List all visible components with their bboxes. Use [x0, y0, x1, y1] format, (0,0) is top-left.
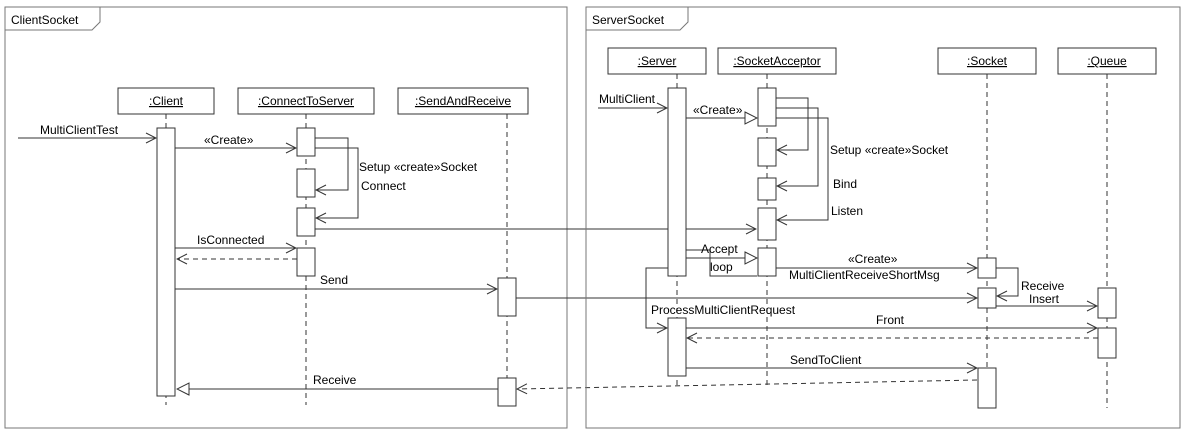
activation-connect-4	[296, 247, 316, 277]
message-label: Setup «create»Socket	[359, 160, 478, 174]
lifeline-label: :Client	[149, 94, 184, 108]
message-accept-loop: Accept loop	[686, 242, 757, 277]
message-create-acceptor: «Create»	[686, 103, 757, 118]
lifeline-head[interactable]	[117, 87, 215, 115]
message-label: ProcessMultiClientRequest	[651, 303, 796, 317]
frame-border	[4, 6, 568, 429]
message-label-2: MultiClientReceiveShortMsg	[789, 268, 940, 282]
message-label: «Create»	[693, 103, 743, 117]
message-multi-client-test: MultiClientTest	[18, 123, 156, 138]
lifeline-socket[interactable]: :Socket	[937, 47, 1037, 408]
message-create-socket: «Create» MultiClientReceiveShortMsg	[776, 252, 977, 282]
frame-tag	[585, 6, 689, 31]
activation-socket-1	[977, 257, 997, 279]
lifeline-label: :Server	[638, 54, 677, 68]
message-label: Send	[320, 273, 348, 287]
message-label: Receive	[1021, 279, 1065, 293]
message-process-request: ProcessMultiClientRequest	[645, 267, 796, 328]
activation-queue-2	[1097, 327, 1117, 359]
lifeline-label: :Socket	[967, 54, 1008, 68]
lifeline-head[interactable]	[937, 47, 1037, 75]
frame-title: ServerSocket	[592, 13, 665, 27]
activation-sendrecv-1	[497, 277, 517, 317]
frame-title: ClientSocket	[11, 13, 79, 27]
message-setup-socket-client: Setup «create»Socket	[315, 137, 478, 190]
message-listen: Listen	[831, 204, 863, 218]
lifeline-head[interactable]	[717, 47, 837, 75]
message-connect: Connect	[315, 147, 406, 218]
lifeline-head[interactable]	[607, 47, 707, 75]
message-insert: Insert	[996, 292, 1097, 306]
lifeline-label: :ConnectToServer	[258, 94, 354, 108]
lifeline-head[interactable]	[397, 87, 529, 115]
lifeline-label: :SendAndReceive	[415, 94, 511, 108]
message-multi-client: MultiClient	[598, 92, 667, 108]
lifeline-send-and-receive[interactable]: :SendAndReceive	[397, 87, 529, 405]
message-front: Front	[686, 313, 1097, 328]
frame-tag	[4, 6, 101, 31]
lifeline-connect-to-server[interactable]: :ConnectToServer	[237, 87, 375, 405]
activation-queue-1	[1097, 287, 1117, 319]
message-bind: Bind	[833, 177, 857, 191]
message-label: Receive	[313, 373, 357, 387]
activation-socket-2	[977, 287, 997, 309]
activation-acceptor-2	[757, 137, 777, 167]
activation-connect-2	[296, 168, 316, 198]
return-send-to-client	[517, 379, 978, 389]
frame-border	[585, 6, 1181, 429]
message-label: «Create»	[204, 133, 254, 147]
message-create-connect: «Create»	[175, 133, 296, 148]
activation-socket-3	[977, 367, 997, 409]
lifeline-label: :Queue	[1087, 54, 1127, 68]
message-label: Setup «create»Socket	[830, 143, 949, 157]
message-send: Send	[175, 273, 497, 289]
message-label: Connect	[361, 179, 406, 193]
message-is-connected: IsConnected	[175, 233, 296, 248]
activation-connect-1	[296, 127, 316, 157]
activation-server-1	[667, 87, 687, 277]
message-label: Front	[876, 313, 905, 327]
message-label: «Create»	[848, 252, 898, 266]
activation-server-2	[667, 317, 687, 377]
activation-acceptor-3	[757, 177, 777, 201]
message-receive-client: Receive	[177, 373, 498, 389]
message-label: Accept	[701, 242, 738, 256]
lifeline-label: :SocketAcceptor	[733, 54, 820, 68]
activation-sendrecv-2	[497, 377, 517, 407]
activation-client	[156, 127, 176, 397]
message-setup-socket-server: Setup «create»Socket	[776, 97, 949, 220]
lifeline-socket-acceptor[interactable]: :SocketAcceptor	[717, 47, 837, 385]
activation-acceptor-4	[757, 207, 777, 241]
frame-server-socket: ServerSocket	[585, 6, 1181, 429]
frame-client-socket: ClientSocket	[4, 6, 568, 429]
message-label: SendToClient	[790, 353, 862, 367]
activation-acceptor-1	[757, 87, 777, 127]
message-send-to-client: SendToClient	[686, 353, 977, 368]
message-label: Insert	[1029, 292, 1060, 306]
activation-connect-3	[296, 207, 316, 237]
message-receive-socket: Receive	[996, 267, 1065, 296]
activation-acceptor-5	[757, 247, 777, 277]
message-label: IsConnected	[197, 233, 264, 247]
message-label: MultiClient	[599, 92, 656, 106]
message-label: loop	[710, 260, 733, 274]
lifeline-queue[interactable]: :Queue	[1057, 47, 1157, 408]
message-label: MultiClientTest	[40, 123, 119, 137]
